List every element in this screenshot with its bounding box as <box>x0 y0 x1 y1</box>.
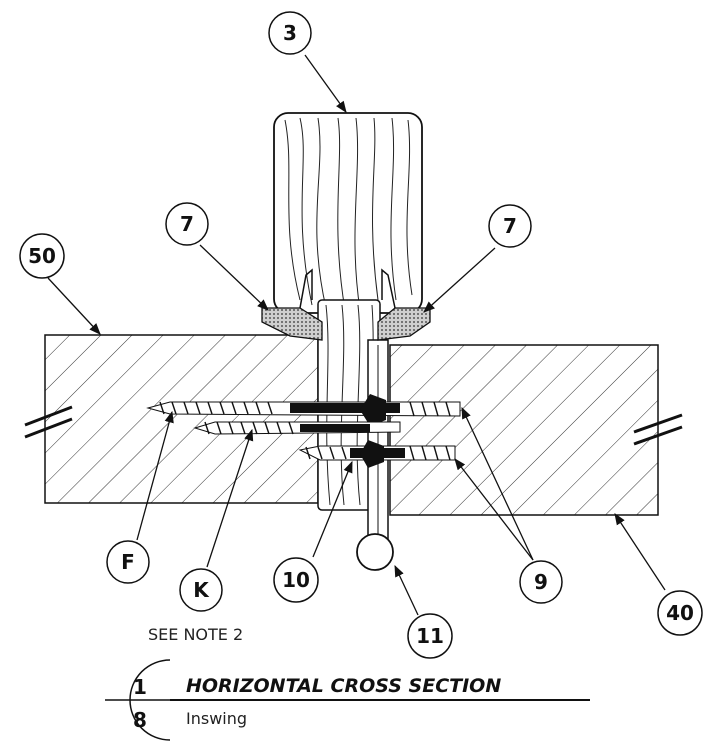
callout-40: 40 <box>657 590 703 636</box>
leader-K <box>206 428 254 568</box>
svg-text:10: 10 <box>282 568 310 592</box>
screw-bottom <box>298 440 456 468</box>
leader-10 <box>312 460 353 558</box>
svg-text:F: F <box>121 550 135 574</box>
seal-right <box>377 268 431 341</box>
leader-7-left <box>199 244 269 311</box>
see-note-text: SEE NOTE 2 <box>148 625 243 644</box>
callout-50: 50 <box>19 233 65 279</box>
callout-7-right: 7 <box>488 204 532 248</box>
section-reference: 1 8 <box>105 659 175 741</box>
svg-text:8: 8 <box>133 708 147 732</box>
screw-lower <box>193 421 401 435</box>
svg-text:1: 1 <box>133 675 147 699</box>
leader-9-a <box>461 406 534 561</box>
door-leaf <box>273 112 423 314</box>
svg-text:7: 7 <box>180 212 194 236</box>
pin <box>356 533 394 571</box>
section-title: HORIZONTAL CROSS SECTION <box>186 675 501 697</box>
screw-upper <box>146 394 461 426</box>
callout-11: 11 <box>407 613 453 659</box>
left-frame-member <box>44 334 319 504</box>
right-frame-member <box>389 344 659 516</box>
leader-F <box>136 410 174 541</box>
break-mark-right <box>633 413 683 446</box>
leader-3 <box>304 54 347 113</box>
leader-7-right <box>423 247 496 313</box>
leader-50 <box>47 277 101 335</box>
leader-40 <box>614 513 666 591</box>
svg-text:11: 11 <box>416 624 444 648</box>
callout-F: F <box>106 540 150 584</box>
callout-K: K <box>179 568 223 612</box>
svg-text:7: 7 <box>503 214 517 238</box>
leader-11 <box>394 564 419 616</box>
svg-text:40: 40 <box>666 601 694 625</box>
svg-text:3: 3 <box>283 21 297 45</box>
svg-text:9: 9 <box>534 570 548 594</box>
svg-text:K: K <box>193 578 210 602</box>
leader-9-b <box>454 458 534 561</box>
callout-3: 3 <box>268 11 312 55</box>
callout-9: 9 <box>519 560 563 604</box>
section-subtitle: Inswing <box>186 709 247 728</box>
svg-text:50: 50 <box>28 244 56 268</box>
seal-left <box>261 268 323 341</box>
callout-7-left: 7 <box>165 202 209 246</box>
break-mark-left <box>24 405 73 439</box>
callout-10: 10 <box>273 557 319 603</box>
